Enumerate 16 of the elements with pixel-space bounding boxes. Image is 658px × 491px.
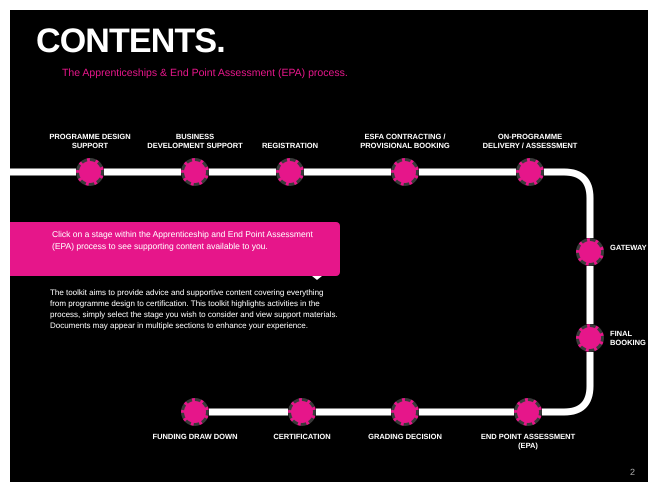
body-text: The toolkit aims to provide advice and supportive content covering everything from programme design to certification. This toolkit highlights activities in the process, simply select the stage you wish to consider and view support materials. Documents may appear in multiple sections to enhance your experience. — [50, 287, 339, 331]
callout-banner: Click on a stage within the Apprenticeship and End Point Assessment (EPA) process to see supporting content available to you. — [10, 222, 340, 276]
track-line — [542, 352, 594, 416]
title: CONTENTS. — [36, 24, 225, 58]
track-line — [10, 168, 76, 176]
track-line — [586, 266, 594, 324]
track-line — [304, 168, 391, 176]
track-line — [209, 408, 288, 416]
track-line — [544, 168, 594, 238]
subtitle: The Apprenticeships & End Point Assessment (EPA) process. — [62, 66, 348, 81]
page-number: 2 — [630, 466, 636, 479]
track-line — [316, 408, 391, 416]
track-line — [104, 168, 181, 176]
track-line — [209, 168, 276, 176]
track-line — [419, 408, 514, 416]
track-line — [419, 168, 516, 176]
